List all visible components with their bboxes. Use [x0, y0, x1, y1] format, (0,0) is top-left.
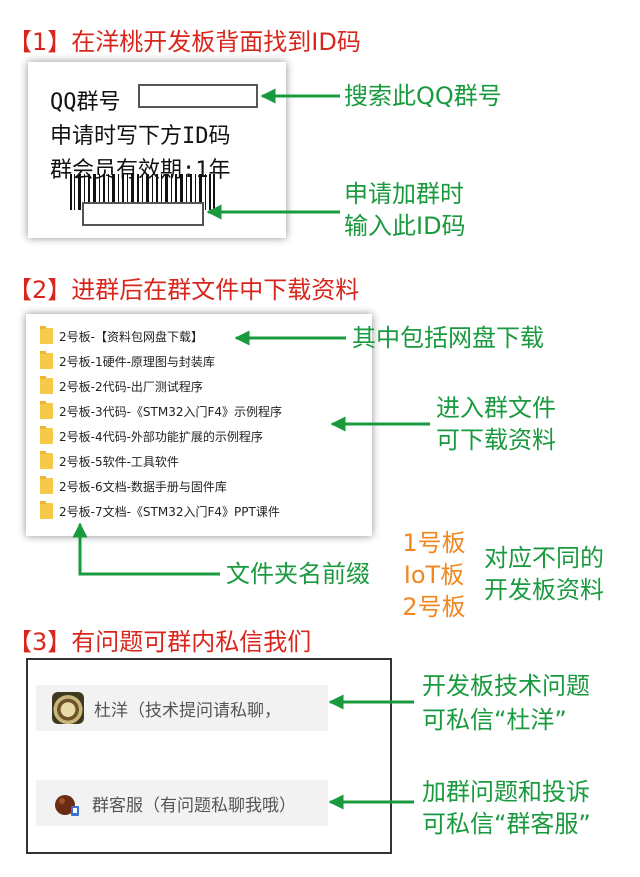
step2-title: 【2】进群后在群文件中下载资料 — [8, 276, 360, 304]
file-row[interactable]: 2号板-3代码-《STM32入门F4》示例程序 — [40, 401, 282, 421]
note-search-qq: 搜索此QQ群号 — [344, 82, 502, 110]
step1-title: 【1】在洋桃开发板背面找到ID码 — [8, 28, 361, 56]
file-row[interactable]: 2号板-4代码-外部功能扩展的示例程序 — [40, 426, 263, 446]
prefix-board-2: 2号板 — [402, 593, 466, 621]
file-row[interactable]: 2号板-2代码-出厂测试程序 — [40, 376, 203, 396]
id-code-box — [82, 202, 204, 226]
folder-icon — [40, 501, 53, 519]
contact-customer-service[interactable]: 群客服（有问题私聊我哦） — [36, 780, 328, 826]
folder-icon — [40, 476, 53, 494]
file-name: 2号板-6文档-数据手册与固件库 — [59, 479, 227, 494]
folder-icon — [40, 351, 53, 369]
prefix-board-1: 1号板 — [402, 529, 466, 557]
note-service-2: 可私信“群客服” — [422, 810, 591, 838]
qq-group-label: QQ群号 — [50, 90, 121, 115]
service-avatar-icon — [55, 795, 79, 816]
prefix-iot: IoT板 — [403, 561, 465, 589]
file-name: 2号板-2代码-出厂测试程序 — [59, 379, 203, 394]
qq-number-box — [138, 84, 258, 108]
step3-title: 【3】有问题可群内私信我们 — [8, 628, 312, 656]
label-instruction: 申请时写下方ID码 — [50, 124, 231, 149]
file-name: 2号板-1硬件-原理图与封装库 — [59, 354, 215, 369]
note-enter-files: 进入群文件 — [436, 394, 556, 422]
file-row[interactable]: 2号板-1硬件-原理图与封装库 — [40, 351, 215, 371]
note-boards-2: 开发板资料 — [484, 576, 604, 604]
note-apply-2: 输入此ID码 — [344, 212, 466, 240]
note-apply-1: 申请加群时 — [344, 180, 464, 208]
contact-panel: 杜洋（技术提问请私聊， 群客服（有问题私聊我哦） — [26, 658, 392, 854]
folder-icon — [40, 401, 53, 419]
folder-icon — [40, 426, 53, 444]
file-name: 2号板-7文档-《STM32入门F4》PPT课件 — [59, 504, 280, 519]
note-folder-prefix: 文件夹名前缀 — [226, 560, 370, 588]
note-download: 可下载资料 — [436, 426, 556, 454]
note-boards-1: 对应不同的 — [484, 544, 604, 572]
board-label-card: QQ群号 申请时写下方ID码 群会员有效期:1年 — [28, 62, 286, 238]
note-tech-2: 可私信“杜洋” — [422, 706, 567, 734]
arrow-prefix — [72, 522, 220, 576]
contact-du-yang[interactable]: 杜洋（技术提问请私聊， — [36, 685, 328, 731]
file-name: 2号板-5软件-工具软件 — [59, 454, 179, 469]
note-netdisk: 其中包括网盘下载 — [352, 324, 544, 352]
contact-name: 群客服（有问题私聊我哦） — [92, 795, 296, 816]
file-name: 2号板-【资料包网盘下载】 — [59, 329, 203, 344]
avatar — [52, 692, 84, 724]
folder-icon — [40, 376, 53, 394]
contact-name: 杜洋（技术提问请私聊， — [94, 700, 281, 721]
folder-icon — [40, 451, 53, 469]
file-row[interactable]: 2号板-6文档-数据手册与固件库 — [40, 476, 227, 496]
folder-icon — [40, 326, 53, 344]
note-tech-1: 开发板技术问题 — [422, 672, 590, 700]
file-name: 2号板-4代码-外部功能扩展的示例程序 — [59, 429, 263, 444]
barcode-icon — [70, 174, 215, 210]
note-service-1: 加群问题和投诉 — [422, 778, 590, 806]
file-row[interactable]: 2号板-5软件-工具软件 — [40, 451, 179, 471]
file-row[interactable]: 2号板-【资料包网盘下载】 — [40, 326, 203, 346]
file-name: 2号板-3代码-《STM32入门F4》示例程序 — [59, 404, 283, 419]
file-row[interactable]: 2号板-7文档-《STM32入门F4》PPT课件 — [40, 501, 280, 521]
group-files-panel: 2号板-【资料包网盘下载】 2号板-1硬件-原理图与封装库 2号板-2代码-出厂… — [26, 314, 372, 536]
